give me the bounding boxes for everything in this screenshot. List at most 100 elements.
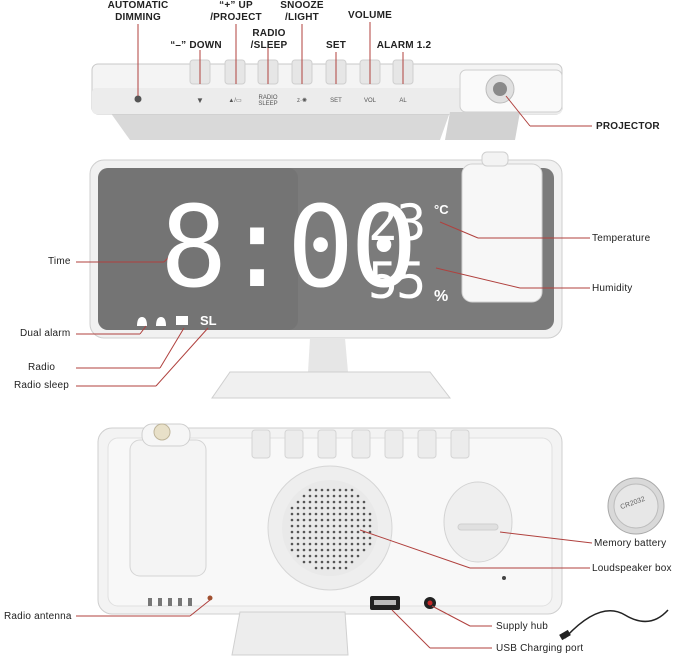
grille-hole — [362, 518, 366, 522]
vol-marking: VOL — [363, 98, 377, 104]
grille-hole — [344, 518, 348, 522]
grille-hole — [326, 548, 330, 552]
grille-hole — [302, 536, 306, 540]
label-radio: RADIO — [252, 28, 286, 39]
label-volume: VOLUME — [348, 10, 392, 21]
coin-battery-face — [613, 483, 659, 529]
back-projector-knob — [153, 423, 171, 441]
grille-hole — [314, 548, 318, 552]
grille-hole — [326, 494, 330, 498]
time-display: 8:00 — [160, 183, 418, 313]
label-memory-battery: Memory battery — [594, 538, 667, 549]
grille-hole — [338, 494, 342, 498]
status-icons — [137, 316, 188, 326]
grille-hole — [350, 542, 354, 546]
grille-hole — [332, 500, 336, 504]
grille-hole — [296, 524, 300, 528]
grille-hole — [338, 524, 342, 528]
grille-hole — [296, 554, 300, 558]
grille-hole — [320, 506, 324, 510]
grille-hole — [350, 524, 354, 528]
label-automatic-dimming: AUTOMATIC DIMMING — [108, 0, 169, 24]
grille-hole — [290, 506, 294, 510]
grille-hole — [350, 506, 354, 510]
grille-hole — [356, 512, 360, 516]
grille-hole — [362, 542, 366, 546]
grille-hole — [302, 530, 306, 534]
grille-hole — [338, 500, 342, 504]
grille-hole — [320, 542, 324, 546]
grille-hole — [362, 548, 366, 552]
label-set: SET — [325, 40, 347, 51]
grille-hole — [290, 548, 294, 552]
grille-hole — [362, 524, 366, 528]
grille-hole — [338, 488, 342, 492]
grille-hole — [350, 488, 354, 492]
supply-hub-pin — [427, 600, 433, 606]
usb-port-contact — [374, 600, 396, 605]
grille-hole — [356, 500, 360, 504]
grille-hole — [302, 500, 306, 504]
grille-hole — [332, 536, 336, 540]
grille-hole — [308, 500, 312, 504]
grille-hole — [338, 518, 342, 522]
grille-hole — [326, 488, 330, 492]
label-radio-icon: Radio — [28, 362, 56, 373]
grille-hole — [320, 494, 324, 498]
grille-hole — [344, 560, 348, 564]
grille-hole — [296, 542, 300, 546]
grille-hole — [332, 512, 336, 516]
grille-hole — [308, 554, 312, 558]
grille-hole — [332, 530, 336, 534]
projector-knob — [481, 151, 509, 167]
grille-hole — [350, 512, 354, 516]
grille-hole — [308, 488, 312, 492]
grille-hole — [356, 506, 360, 510]
temperature-display: 23 — [368, 194, 426, 252]
grille-hole — [314, 500, 318, 504]
grille-hole — [314, 536, 318, 540]
grille-hole — [326, 542, 330, 546]
grille-hole — [344, 548, 348, 552]
al-marking: AL — [399, 98, 407, 104]
grille-hole — [302, 512, 306, 516]
humidity-display: 55 — [368, 252, 426, 310]
top-view-stand — [110, 112, 450, 140]
grille-hole — [338, 506, 342, 510]
grille-hole — [320, 548, 324, 552]
grille-hole — [338, 554, 342, 558]
display-reflection — [98, 168, 298, 330]
grille-hole — [314, 530, 318, 534]
grille-hole — [362, 512, 366, 516]
grille-hole — [296, 530, 300, 534]
grille-hole — [332, 548, 336, 552]
label-down: “–” DOWN — [170, 40, 222, 51]
loudspeaker-grille-area — [282, 480, 378, 576]
grille-hole — [296, 518, 300, 522]
grille-hole — [326, 506, 330, 510]
grille-hole — [356, 524, 360, 528]
grille-hole — [308, 524, 312, 528]
display-stand-neck — [308, 338, 348, 372]
label-humidity: Humidity — [592, 283, 633, 294]
grille-hole — [326, 566, 330, 570]
grille-hole — [296, 500, 300, 504]
grille-hole — [302, 506, 306, 510]
label-dual-alarm: Dual alarm — [20, 328, 71, 339]
grille-hole — [344, 524, 348, 528]
humidity-unit: % — [434, 288, 449, 305]
grille-hole — [356, 494, 360, 498]
grille-hole — [290, 518, 294, 522]
grille-hole — [302, 554, 306, 558]
up-project-button[interactable] — [224, 59, 246, 85]
grille-hole — [296, 512, 300, 516]
grille-hole — [308, 518, 312, 522]
grille-hole — [362, 506, 366, 510]
grille-hole — [356, 518, 360, 522]
grille-hole — [326, 524, 330, 528]
label-project: /PROJECT — [210, 12, 262, 23]
grille-hole — [356, 536, 360, 540]
grille-hole — [332, 494, 336, 498]
battery-compartment — [443, 481, 513, 563]
